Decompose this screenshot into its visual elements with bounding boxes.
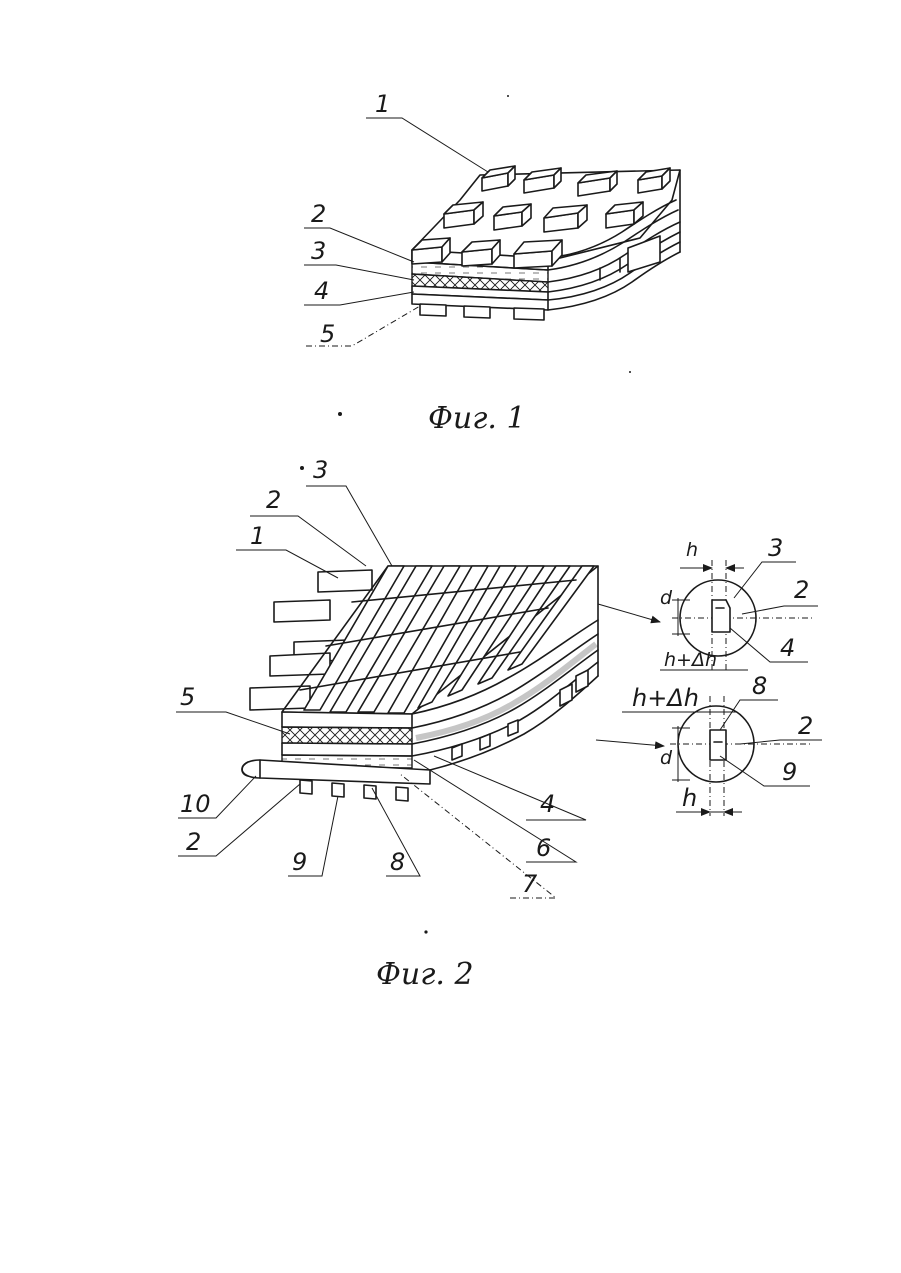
fig2-label-2-bottom: 2 [186, 828, 201, 856]
fig2-label-8: 8 [390, 848, 405, 876]
detail-top: h 3 d 2 h+Δh 4 [598, 534, 818, 672]
detail-bottom-label-2: 2 [798, 712, 813, 740]
detail-top-label-h: h [686, 539, 698, 561]
fig2-caption: Фиг. 2 [376, 957, 474, 992]
detail-top-label-2: 2 [794, 576, 809, 604]
detail-top-label-4: 4 [780, 634, 795, 662]
detail-top-arrow [598, 604, 660, 622]
detail-bottom-arrow [596, 740, 664, 746]
fig2-label-2-top: 2 [266, 486, 281, 514]
detail-top-label-d: d [660, 587, 673, 609]
fig1-labels: 1 2 3 4 5 [311, 90, 390, 348]
fig2-label-5: 5 [180, 683, 195, 711]
detail-top-label-hdh: h+Δh [664, 649, 717, 671]
detail-bottom-label-d: d [660, 747, 673, 769]
fig1-caption: Фиг. 1 [428, 401, 526, 436]
fig1-label-4: 4 [314, 277, 329, 305]
fig2-labels: 3 2 1 5 10 2 9 8 7 6 4 [180, 456, 555, 898]
detail-bottom-label-h: h [682, 784, 697, 812]
fig2-label-7: 7 [522, 870, 538, 898]
fig2-label-10: 10 [180, 790, 211, 818]
fig2-label-9: 9 [292, 848, 307, 876]
detail-bottom: h+Δh 8 2 d 9 h [596, 672, 822, 816]
detail-bottom-label-8: 8 [752, 672, 767, 700]
fig1-label-3: 3 [311, 237, 326, 265]
fig2-label-3: 3 [313, 456, 328, 484]
detail-bottom-label-9: 9 [782, 758, 797, 786]
fig2-label-1: 1 [250, 522, 265, 550]
fig2-label-6: 6 [536, 834, 551, 862]
fig2-label-4: 4 [540, 790, 555, 818]
fig1-label-1: 1 [375, 90, 390, 118]
detail-top-label-3: 3 [768, 534, 783, 562]
detail-bottom-label-hdh: h+Δh [632, 684, 699, 712]
figure-2: 3 2 1 5 10 2 9 8 7 6 4 Фиг. 2 [176, 456, 598, 992]
fig1-label-5: 5 [320, 320, 335, 348]
figure-1: 1 2 3 4 5 Фиг. 1 [304, 90, 680, 436]
fig1-label-2: 2 [311, 200, 326, 228]
